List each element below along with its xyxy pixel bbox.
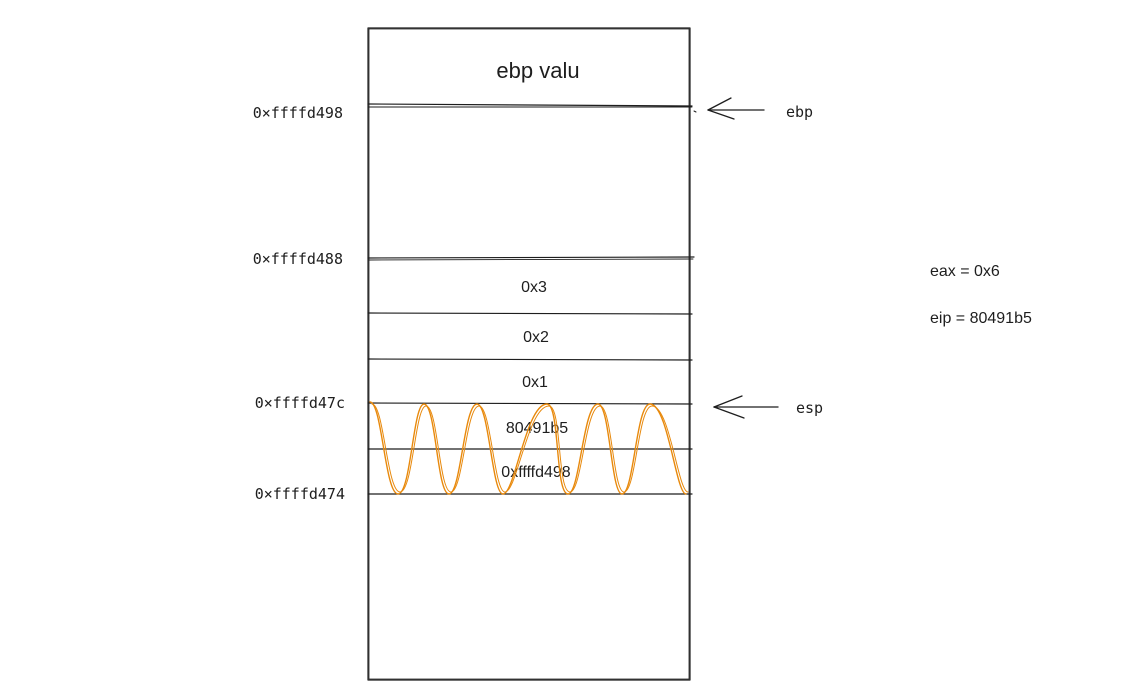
address-label: 0×ffffd47c <box>255 394 345 412</box>
stack-top-cell-label: ebp valu <box>496 58 579 83</box>
popped-frame-scribble <box>369 401 689 495</box>
address-label: 0×ffffd474 <box>255 485 345 503</box>
ebp-pointer-label: ebp <box>786 103 813 121</box>
stack-cell-label: 0x1 <box>522 374 548 391</box>
eip-register: eip = 80491b5 <box>930 310 1032 327</box>
eax-register: eax = 0x6 <box>930 263 1000 280</box>
ebp-arrow-icon <box>693 97 765 120</box>
address-label: 0×ffffd488 <box>253 250 343 268</box>
esp-arrow-icon <box>713 395 779 419</box>
stack-cell-label: 80491b5 <box>506 420 568 437</box>
stack-box <box>367 27 691 681</box>
address-label: 0×ffffd498 <box>253 104 343 122</box>
esp-pointer-label: esp <box>796 399 823 417</box>
stack-cell-label: 0x2 <box>523 329 549 346</box>
stack-cell-label: 0xffffd498 <box>501 464 571 481</box>
stack-dividers <box>367 103 695 495</box>
stack-cell-label: 0x3 <box>521 279 547 296</box>
